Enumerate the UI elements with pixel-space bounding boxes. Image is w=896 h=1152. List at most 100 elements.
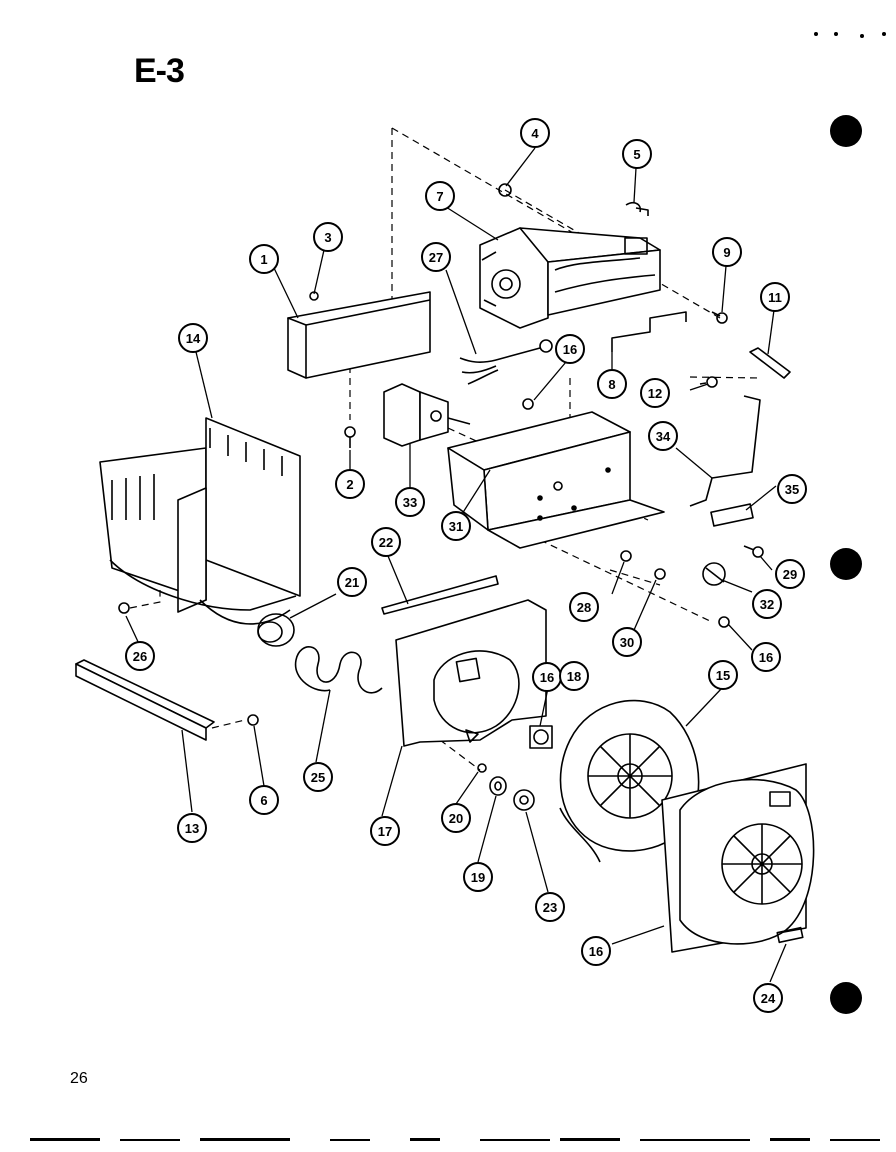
callout-32 — [752, 589, 782, 619]
callout-6 — [249, 785, 279, 815]
screw-part-29 — [743, 545, 764, 558]
callout-27 — [421, 242, 451, 272]
callout-label-16-d: 16 — [540, 670, 554, 685]
callout-31 — [441, 511, 471, 541]
strip-part-22 — [381, 575, 499, 615]
thermostat-part-32 — [702, 562, 726, 586]
callout-label-5: 5 — [633, 147, 640, 162]
grommet-part-18 — [529, 725, 553, 749]
callout-label-32: 32 — [760, 597, 774, 612]
callout-13 — [177, 813, 207, 843]
callout-9 — [712, 237, 742, 267]
callout-label-11: 11 — [768, 290, 782, 305]
clip-part-5 — [625, 202, 649, 216]
callout-22 — [371, 527, 401, 557]
callout-33 — [395, 487, 425, 517]
callout-label-30: 30 — [620, 635, 634, 650]
callout-label-4: 4 — [531, 126, 539, 141]
callout-label-33: 33 — [403, 495, 417, 510]
callout-26 — [125, 641, 155, 671]
callout-2 — [335, 469, 365, 499]
callout-15 — [708, 660, 738, 690]
rail-part-13 — [75, 659, 215, 741]
callout-20 — [441, 803, 471, 833]
callout-label-14: 14 — [186, 331, 201, 346]
motor-part-33 — [383, 383, 471, 447]
callout-16-a — [555, 334, 585, 364]
screw-part-30 — [654, 568, 666, 580]
evaporator-cover-part-14 — [99, 417, 301, 625]
callout-label-6: 6 — [260, 793, 267, 808]
screw-part-10-upper — [522, 398, 534, 410]
binder-hole-top — [830, 115, 862, 147]
control-housing-part-31 — [447, 411, 665, 549]
callout-34 — [648, 421, 678, 451]
callout-14 — [178, 323, 208, 353]
callout-label-16-a: 16 — [563, 342, 577, 357]
callout-label-25: 25 — [311, 770, 325, 785]
mounting-bracket-part-1 — [287, 291, 431, 379]
callout-4 — [520, 118, 550, 148]
callout-30 — [612, 627, 642, 657]
callout-label-1: 1 — [260, 252, 267, 267]
callout-29 — [775, 559, 805, 589]
callout-label-29: 29 — [783, 567, 797, 582]
bracket-part-8 — [611, 311, 687, 352]
binder-hole-middle — [830, 548, 862, 580]
callout-label-8: 8 — [608, 377, 615, 392]
callout-label-17: 17 — [378, 824, 392, 839]
screw-part-6 — [247, 714, 259, 726]
callout-label-3: 3 — [324, 230, 331, 245]
callout-label-7: 7 — [436, 189, 443, 204]
callout-label-16-b: 16 — [759, 650, 773, 665]
callout-17 — [370, 816, 400, 846]
callout-label-31: 31 — [449, 519, 463, 534]
callout-19 — [463, 862, 493, 892]
harness-part-27 — [459, 339, 553, 385]
fan-ring-part-21 — [257, 613, 295, 647]
switch-part-35 — [710, 503, 754, 527]
blower-housing-part-16 — [661, 763, 815, 953]
callout-label-15: 15 — [716, 668, 730, 683]
nut-part-4 — [498, 183, 512, 197]
callout-label-28: 28 — [577, 600, 591, 615]
callout-label-16-c: 16 — [589, 944, 603, 959]
washer-part-20 — [477, 763, 487, 773]
screw-part-28 — [620, 550, 632, 562]
callout-label-21: 21 — [345, 575, 359, 590]
callout-25 — [303, 762, 333, 792]
bushing-part-19 — [489, 776, 507, 796]
callout-16-c — [581, 936, 611, 966]
callout-label-22: 22 — [379, 535, 393, 550]
diagram-title: E-3 — [134, 52, 185, 90]
callout-label-26: 26 — [133, 649, 147, 664]
corner-dots — [814, 32, 886, 38]
callout-28 — [569, 592, 599, 622]
callout-label-27: 27 — [429, 250, 443, 265]
callout-3 — [313, 222, 343, 252]
bracket-part-11 — [749, 347, 791, 379]
screw-part-2 — [344, 426, 356, 448]
callout-12 — [640, 378, 670, 408]
callout-label-35: 35 — [785, 482, 799, 497]
callout-label-9: 9 — [723, 245, 730, 260]
ice-maker-assembly — [479, 227, 661, 329]
callout-label-19: 19 — [471, 870, 485, 885]
leader-lines — [125, 147, 787, 983]
callout-8 — [597, 369, 627, 399]
callout-23 — [535, 892, 565, 922]
page-number: 26 — [70, 1070, 88, 1087]
screw-part-9 — [711, 311, 728, 324]
callout-label-18: 18 — [567, 669, 581, 684]
callout-7 — [425, 181, 455, 211]
callout-label-12: 12 — [648, 386, 662, 401]
fan-shroud-part-17 — [395, 599, 547, 747]
screw-part-10-lower — [718, 616, 730, 628]
callout-5 — [622, 139, 652, 169]
callout-label-23: 23 — [543, 900, 557, 915]
callout-18-bubble — [559, 661, 589, 691]
callout-11 — [760, 282, 790, 312]
callout-16-b — [751, 642, 781, 672]
